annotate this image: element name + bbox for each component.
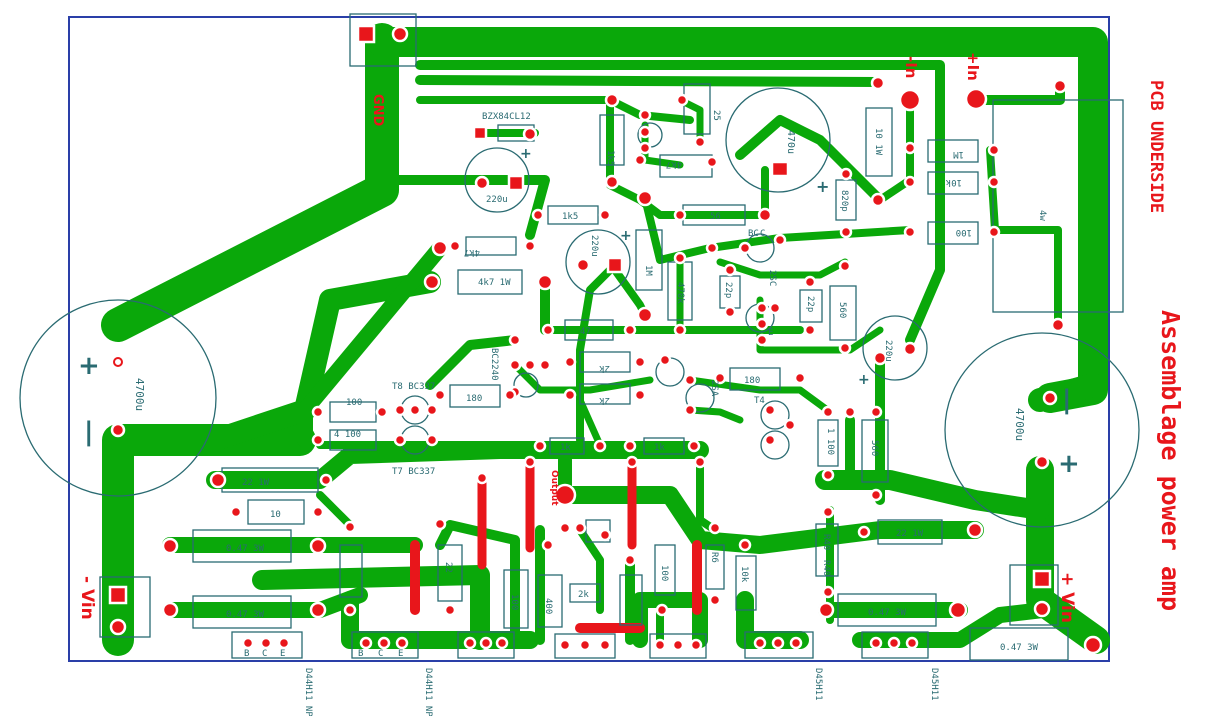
- res-100-b-label: 4 100: [334, 430, 361, 440]
- minus-in-label: -In: [902, 56, 920, 79]
- res-56-label: 56: [710, 212, 721, 222]
- res-22-1w-l-label: 22 1W: [242, 478, 270, 488]
- cap-220u-right-label: 220u: [883, 340, 893, 362]
- res-1m-v-label: 1M: [643, 265, 653, 276]
- cap-25-label: 25: [711, 110, 721, 121]
- pin-e-2: E: [398, 649, 403, 659]
- cap-470u-label: 470u: [785, 130, 796, 154]
- plus-mark-left: +: [78, 351, 100, 381]
- res-1k-a-label: 1k: [560, 443, 571, 453]
- d45-b-label: D45H11: [929, 668, 939, 701]
- output-label: Output: [549, 470, 559, 506]
- res-4k7-b-label: 4k7: [666, 159, 682, 169]
- res-560-a-label: 560: [837, 302, 847, 318]
- res-22-1w-r-label: 22 1W: [896, 529, 924, 539]
- res-10-label: 10: [270, 510, 281, 520]
- res-1k-b-label: 1k: [654, 443, 665, 453]
- res-10k-label: 10k: [945, 177, 962, 187]
- t8-label: T8 BC337: [392, 382, 435, 392]
- plus-mark-470: +: [816, 177, 829, 196]
- res-1k5-h-label: 1k5: [562, 212, 578, 222]
- res-22v-label: 22: [443, 562, 453, 573]
- board-outline: [68, 16, 1110, 662]
- res-047-d-label: 0.47 3W: [1000, 643, 1039, 653]
- res-180-b-label: 180: [466, 394, 482, 404]
- res-100-c-label: 100: [509, 594, 519, 610]
- jumper-links: [410, 457, 702, 633]
- d44-a-label: D44H11 NPN: [303, 668, 313, 716]
- zener-label: BZX84CL12: [482, 112, 531, 122]
- polarity-dot-left: [113, 357, 123, 367]
- cap-22p-b-label: 22p: [805, 296, 815, 312]
- cap-220u-mid-label: 220u: [589, 235, 599, 257]
- minus-mark-right: |: [1062, 385, 1072, 415]
- pin-c-2: C: [378, 649, 383, 659]
- res-100-a-label: 100: [346, 398, 362, 408]
- bc2240-label: BC2240: [489, 348, 499, 381]
- res-047-c-label: 0.47 3W: [868, 608, 907, 618]
- res-r6-label: R6: [709, 552, 719, 563]
- res-4k7-1w-label: 4k7 1W: [478, 278, 511, 288]
- plus-in-label: +In: [964, 52, 982, 81]
- pin-c-3: C: [760, 229, 765, 239]
- pcb-underside-title: PCB UNDERSIDE: [1146, 80, 1166, 214]
- res-2k-a-label: 2k: [599, 363, 610, 373]
- polarity-marks: + | + | + + + +: [78, 146, 1080, 479]
- gnd-label: GND: [370, 94, 385, 127]
- plus-vin-label: + Vin: [1057, 572, 1077, 623]
- transistor-2sc-label: 2SC: [767, 270, 777, 286]
- cap-4700u-left-label: 4700u: [133, 378, 146, 411]
- res-10-1w-label: 10 1W: [873, 128, 883, 156]
- cap-220u-top-label: 220u: [486, 195, 508, 205]
- plus-mark-right: +: [1058, 449, 1080, 479]
- res-r40b-label: R40: [821, 560, 831, 576]
- res-10k-b-label: 10k: [739, 566, 749, 583]
- res-2k-b-label: 2k: [599, 395, 610, 405]
- pin-e-3: E: [768, 328, 773, 338]
- res-400-label: 400: [543, 598, 553, 614]
- transistor-bc-a-label: BC: [748, 229, 759, 239]
- d44-b-label: D44H11 NPN: [423, 668, 433, 716]
- res-100-d-label: 1 100: [825, 428, 835, 455]
- res-1m-label: 1M: [953, 149, 964, 159]
- copper-labels: GND -In +In - Vin + Vin Output: [77, 52, 1077, 623]
- assemblage-title: Assemblage power amp: [1156, 310, 1185, 612]
- res-047-b-label: 0.47 3W: [226, 610, 265, 620]
- res-100-e-label: 100: [659, 565, 669, 581]
- cap-820p-label: 820p: [839, 190, 849, 212]
- res-4k7-a-label: 4k7: [464, 247, 480, 257]
- res-1k5-v-label: 1k5: [605, 150, 615, 166]
- t7-label: T7 BC337: [392, 467, 435, 477]
- cap-4700u-right-label: 4700u: [1013, 408, 1026, 441]
- t4-label: T4: [754, 396, 765, 406]
- gnd-trace: [101, 23, 399, 342]
- pin-b-2: B: [358, 649, 363, 659]
- res-4w-label: 4w: [1037, 210, 1047, 221]
- res-047-a-label: 0.47 3W: [226, 544, 265, 554]
- plus-mark-220-mid: +: [620, 228, 632, 244]
- plus-mark-220: +: [520, 146, 532, 162]
- res-180-a-label: 180: [744, 376, 760, 386]
- minus-vin-label: - Vin: [77, 576, 97, 620]
- minus-mark-left: |: [84, 417, 94, 447]
- res-r40a-label: R40: [821, 534, 831, 550]
- cap-22p-a-label: 22p: [723, 282, 733, 298]
- pin-e-1: E: [280, 649, 285, 659]
- plus-mark-220-right: +: [858, 372, 870, 388]
- res-100-top-label: 100: [956, 227, 972, 237]
- pin-b-1: B: [244, 649, 249, 659]
- silkscreen: [19, 13, 1140, 661]
- d45-a-label: D45H11: [813, 668, 823, 701]
- pads: [108, 24, 1103, 655]
- pin-c-1: C: [262, 649, 267, 659]
- transistor-2sa-label: 2SA: [709, 380, 719, 397]
- res-560-b-label: 560: [869, 440, 879, 456]
- res-470k-label: 470k: [675, 282, 685, 304]
- res-2k-c-label: 2k: [578, 590, 589, 600]
- silk-labels: BZX84CL12 220u 1k5 4k7 4k7 1W 1k5 4k7 56…: [133, 110, 1047, 716]
- res-47-label: 47: [580, 327, 591, 337]
